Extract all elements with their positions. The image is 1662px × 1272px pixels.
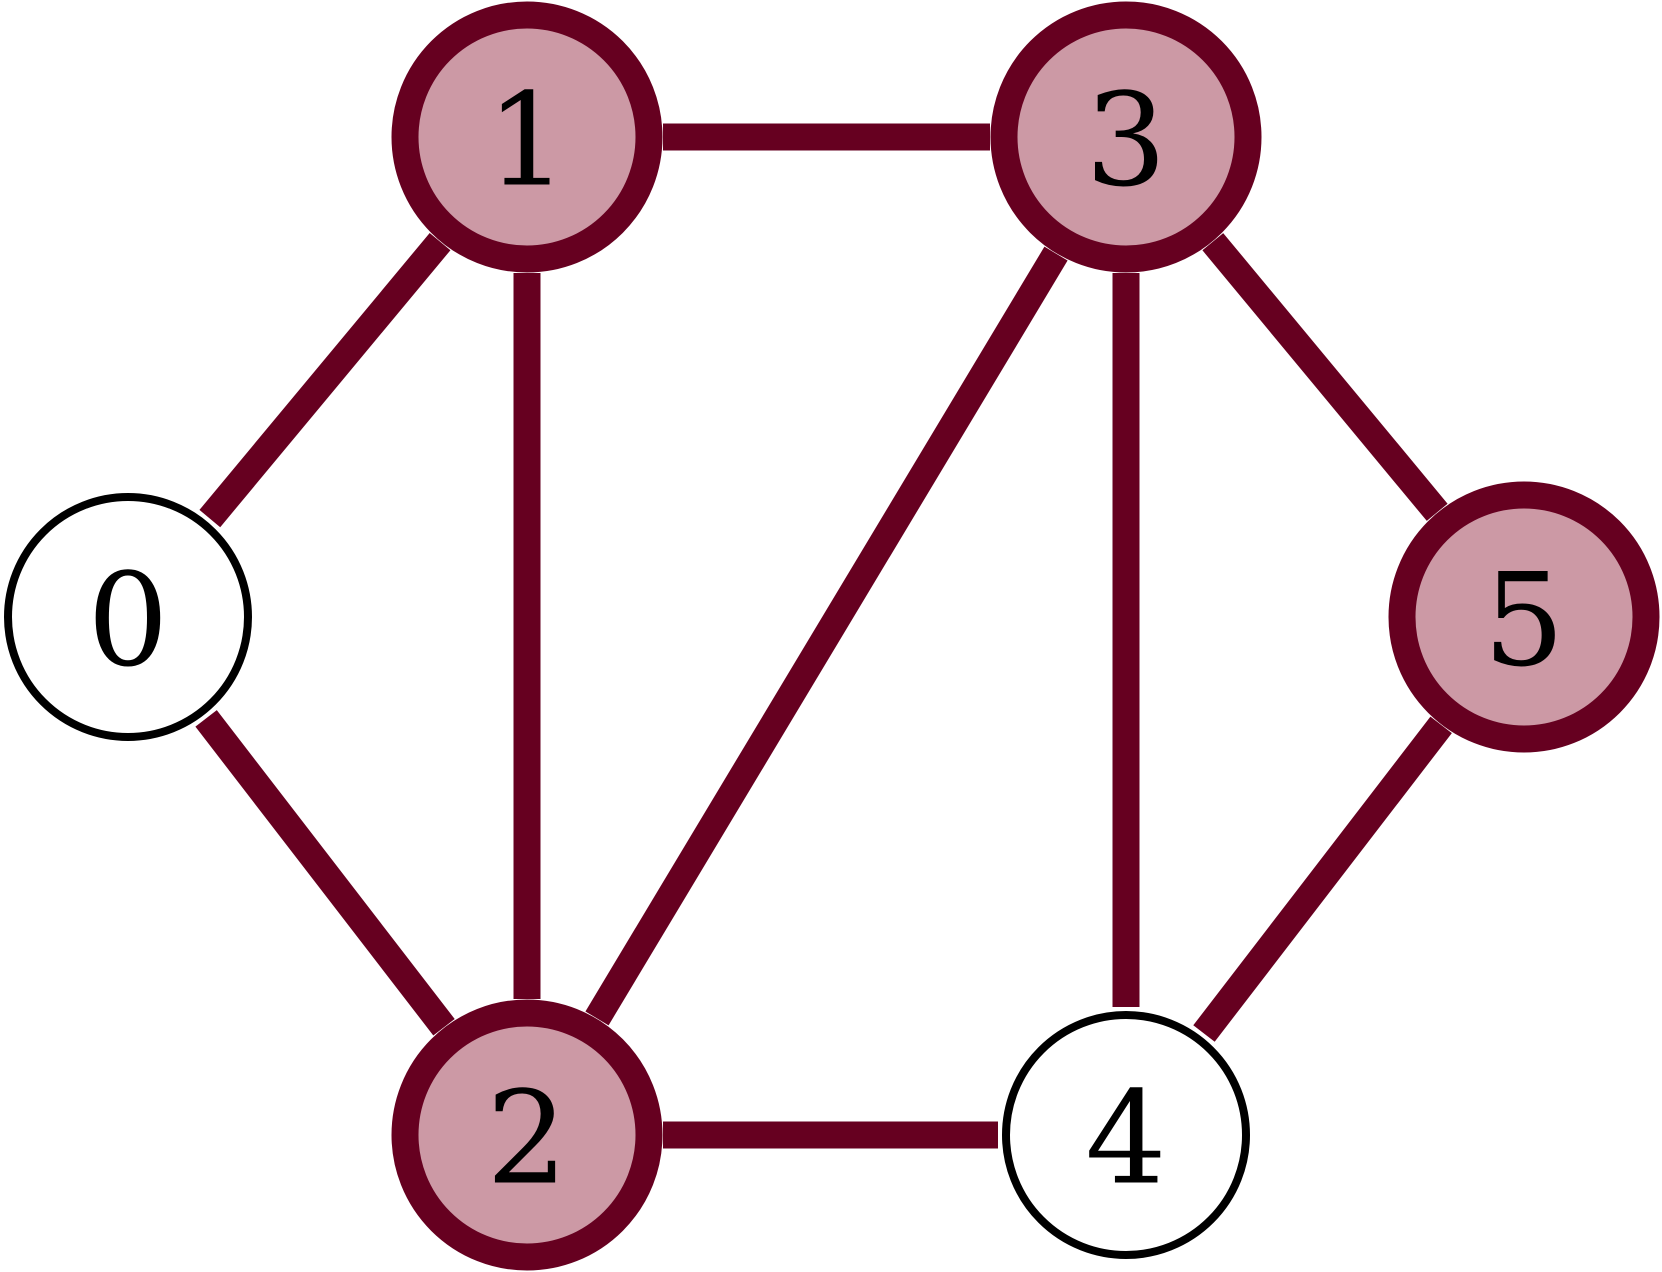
node-1: 1 <box>391 1 663 273</box>
node-circle-0 <box>4 493 252 741</box>
node-4: 4 <box>1002 1011 1250 1259</box>
edge-0-2 <box>195 710 455 1036</box>
node-label-5: 5 <box>1483 547 1564 696</box>
node-label-0: 0 <box>87 547 168 696</box>
node-label-3: 3 <box>1085 67 1166 216</box>
node-label-2: 2 <box>486 1065 567 1214</box>
nodes-layer: 0 1 2 3 4 5 <box>4 1 1660 1271</box>
node-circle-5 <box>1388 481 1660 753</box>
node-3: 3 <box>990 1 1262 273</box>
edge-4-5 <box>1193 716 1452 1042</box>
node-2: 2 <box>391 999 663 1271</box>
node-label-1: 1 <box>486 67 567 216</box>
edge-0-1 <box>199 232 451 528</box>
node-circle-1 <box>391 1 663 273</box>
node-circle-4 <box>1002 1011 1250 1259</box>
node-0: 0 <box>4 493 252 741</box>
node-label-4: 4 <box>1085 1065 1166 1214</box>
node-circle-2 <box>391 999 663 1271</box>
edge-2-3 <box>585 246 1068 1026</box>
edge-3-5 <box>1202 233 1448 521</box>
node-5: 5 <box>1388 481 1660 753</box>
edges-layer <box>195 123 1452 1149</box>
node-circle-3 <box>990 1 1262 273</box>
